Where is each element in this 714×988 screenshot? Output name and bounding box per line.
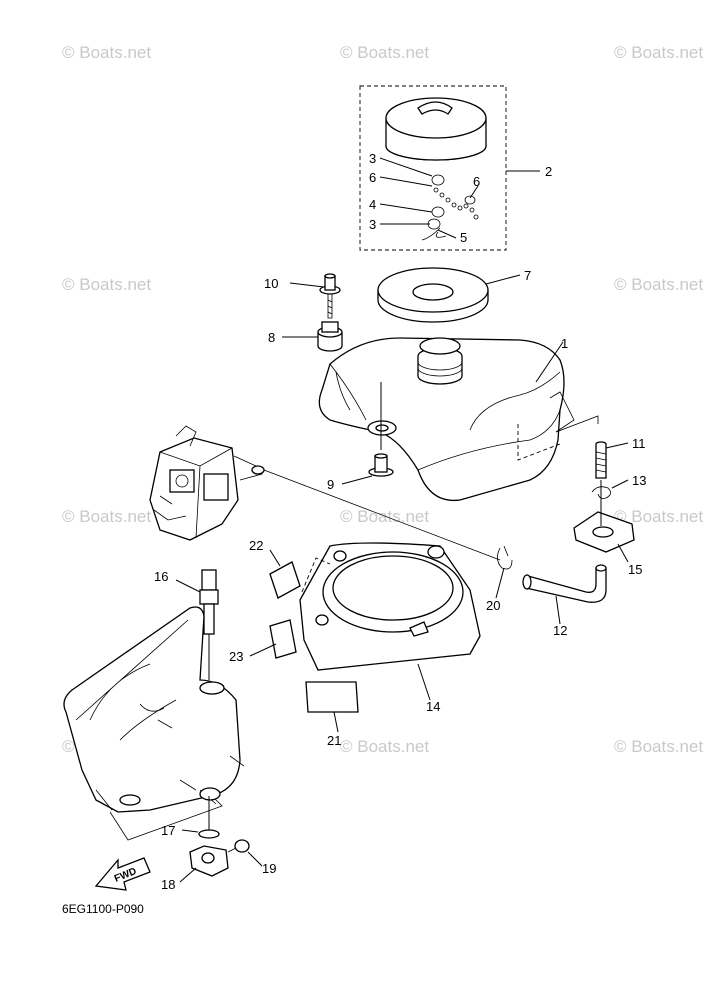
callout-21: 21 (327, 733, 341, 748)
bracket-15 (573, 480, 635, 553)
callout-4: 4 (369, 197, 376, 212)
callout-12: 12 (553, 623, 567, 638)
bolt-10 (319, 273, 341, 319)
callout-3: 3 (369, 217, 376, 232)
o-ring-17 (198, 829, 220, 839)
callout-13: 13 (632, 473, 646, 488)
watermark: © Boats.net (614, 737, 703, 756)
callout-6: 6 (369, 170, 376, 185)
drawing-code: 6EG1100-P090 (62, 902, 144, 916)
callout-16: 16 (154, 569, 168, 584)
callout-3: 3 (369, 151, 376, 166)
callout-6: 6 (473, 174, 480, 189)
callout-11: 11 (632, 436, 646, 451)
joint-18 (189, 845, 229, 877)
callout-14: 14 (426, 699, 440, 714)
watermark: © Boats.net (62, 43, 151, 62)
label-21 (305, 681, 359, 713)
watermark: © Boats.net (62, 275, 151, 294)
fuel-line (263, 469, 501, 561)
callout-8: 8 (268, 330, 275, 345)
callout-1: 1 (561, 336, 568, 351)
callout-10: 10 (264, 276, 278, 291)
watermark: © Boats.net (614, 507, 703, 526)
callout-17: 17 (161, 823, 175, 838)
callout-7: 7 (524, 268, 531, 283)
callout-19: 19 (262, 861, 276, 876)
label-22 (269, 561, 301, 599)
callout-20: 20 (486, 598, 500, 613)
callout-22: 22 (249, 538, 263, 553)
hose-12 (522, 564, 607, 603)
screw-19 (227, 839, 250, 853)
callout-numbers: 1 2 3 3 4 5 6 6 7 8 9 10 11 12 13 14 15 … (154, 151, 646, 892)
watermark: © Boats.net (614, 275, 703, 294)
leader-lines (175, 157, 629, 883)
callout-15: 15 (628, 562, 642, 577)
callout-18: 18 (161, 877, 175, 892)
bottom-cowling (63, 606, 245, 841)
cap-tether (421, 174, 479, 241)
mount-plate-14 (299, 542, 481, 671)
fuel-tank (318, 337, 599, 502)
callout-9: 9 (327, 477, 334, 492)
watermark: © Boats.net (614, 43, 703, 62)
watermark: © Boats.net (340, 737, 429, 756)
watermark: © Boats.net (62, 507, 151, 526)
grommet-8 (317, 321, 343, 352)
callout-5: 5 (460, 230, 467, 245)
clamp-20 (497, 545, 513, 570)
carburetor (149, 425, 265, 541)
fwd-arrow: FWD (94, 857, 151, 891)
bolt-11 (595, 441, 607, 479)
callout-23: 23 (229, 649, 243, 664)
watermark: © Boats.net (340, 507, 429, 526)
watermark: © Boats.net (340, 43, 429, 62)
cap-packing (377, 267, 489, 323)
fuel-cap (385, 97, 487, 161)
callout-2: 2 (545, 164, 552, 179)
cap-assembly-box (359, 85, 507, 251)
connector-9 (368, 382, 394, 477)
label-23 (269, 619, 297, 659)
